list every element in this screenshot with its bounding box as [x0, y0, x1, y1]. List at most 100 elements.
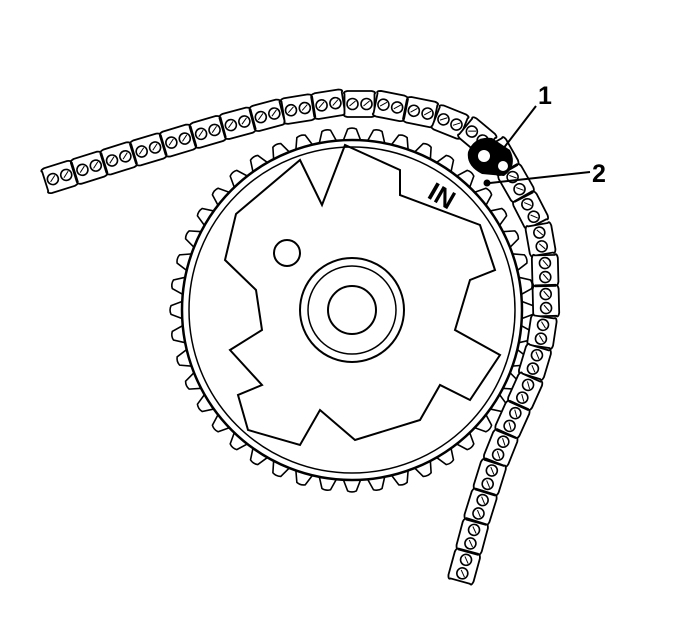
camshaft-sprocket: IN	[169, 127, 535, 493]
chain-pin-hatch	[536, 229, 544, 236]
chain-link	[371, 90, 409, 123]
chain-pin-hatch	[138, 147, 145, 155]
chain-link	[188, 115, 227, 149]
chain-link	[248, 98, 287, 132]
chain-pin-hatch	[301, 104, 308, 111]
chain-pin-hatch	[464, 556, 469, 564]
chain-link	[483, 428, 519, 468]
chain-pin-hatch	[541, 321, 546, 329]
chain-pin-hatch	[476, 509, 481, 518]
chain-pin-hatch	[452, 122, 461, 126]
chain-pin-hatch	[509, 174, 517, 179]
chain-link-plate	[463, 487, 498, 526]
chain-pin-hatch	[152, 143, 158, 151]
chain-pin-hatch	[93, 161, 99, 169]
chain-link	[472, 458, 507, 497]
sprocket-tooth	[211, 411, 233, 433]
hub-middle-ring	[307, 265, 397, 355]
chain-pin-hatch	[211, 125, 218, 133]
chain-pin-hatch	[472, 526, 477, 534]
chain-pin-hatch	[526, 381, 531, 389]
chain-pin-hatch	[514, 409, 518, 418]
chain-pin-hatch	[543, 304, 550, 312]
chain-pin-hatch	[287, 106, 294, 114]
sprocket-tooth	[471, 187, 493, 209]
chain-link	[279, 93, 316, 125]
sprocket-tooth	[169, 299, 186, 321]
chain-pin-hatch	[490, 466, 495, 475]
chain-link	[526, 313, 558, 350]
sprocket-tooth	[453, 169, 475, 191]
chain-pin-hatch	[393, 104, 401, 110]
chain-pin-hatch	[410, 107, 418, 113]
sprocket-tooth	[229, 429, 251, 451]
chain-pin-hatch	[496, 451, 501, 459]
chain-pin-hatch	[468, 130, 477, 132]
chain-pin-hatch	[109, 156, 115, 164]
callout-2-label: 2	[592, 160, 606, 188]
chain-link	[524, 221, 557, 258]
chain-link	[159, 123, 198, 158]
chain-pin-hatch	[531, 364, 536, 373]
chain-pin-hatch	[481, 496, 486, 505]
chain-pin-hatch	[502, 438, 506, 446]
sprocket-inner-rim	[188, 146, 516, 474]
chain-pin-hatch	[538, 243, 546, 250]
timing-marks	[467, 137, 513, 187]
sprocket-tooth	[453, 429, 475, 451]
chain-link	[497, 163, 535, 204]
chain-pin-hatch	[182, 134, 188, 142]
chain-pin-hatch	[543, 290, 550, 298]
sprocket-tooth	[471, 411, 493, 433]
chain-link	[343, 90, 376, 118]
chain-pin-hatch	[198, 129, 204, 137]
callout-1-leader	[492, 105, 537, 163]
chain-pin-hatch	[79, 165, 85, 173]
chain-pin-hatch	[50, 175, 56, 183]
chain-link	[129, 132, 168, 167]
chain-pin-hatch	[423, 110, 432, 116]
chain-pin-hatch	[542, 273, 549, 281]
center-bolt-hole	[327, 285, 377, 335]
callout-1-label: 1	[538, 82, 552, 110]
chain-link	[99, 141, 138, 176]
chain-pin-hatch	[486, 480, 491, 488]
chain-pin-hatch	[530, 214, 538, 219]
chain-link	[494, 399, 531, 440]
sprocket-timing-mark	[483, 179, 491, 187]
chain-pin-hatch	[523, 202, 532, 207]
colored-link-pin-lower	[498, 161, 508, 171]
chain-link	[402, 96, 440, 129]
sprocket-tooth	[211, 187, 233, 209]
chain-pin-hatch	[508, 422, 512, 431]
chain-link-plate	[483, 428, 519, 468]
chain-pin-hatch	[318, 101, 325, 109]
chain-pin-hatch	[468, 539, 473, 548]
dowel-pin-hole	[273, 239, 301, 267]
chain-link	[455, 517, 489, 556]
sprocket-hub-face	[223, 143, 502, 447]
callout-2-leader	[489, 171, 591, 184]
chain-link-plate	[248, 98, 287, 132]
chain-pin-hatch	[228, 121, 234, 129]
sprocket-tooth	[341, 127, 363, 144]
chain-link	[518, 342, 552, 381]
callouts: 1 2	[489, 82, 606, 188]
chain-link	[310, 88, 347, 120]
chain-pin-hatch	[542, 259, 549, 267]
chain-pin-hatch	[63, 170, 69, 178]
chain-pin-hatch	[535, 351, 540, 360]
chain-pin-hatch	[460, 569, 465, 578]
chain-pin-hatch	[516, 187, 524, 191]
chain-link-plate	[447, 547, 481, 586]
chain-pin-hatch	[349, 100, 356, 107]
chain-link	[512, 190, 549, 231]
sprocket-tooth	[341, 476, 363, 493]
chain-pin-hatch	[439, 117, 448, 121]
chain-pin-hatch	[538, 335, 544, 343]
chain-pin-hatch	[363, 100, 370, 107]
chain-pin-hatch	[168, 138, 174, 146]
sprocket-tooth	[229, 169, 251, 191]
chain-pin-hatch	[379, 101, 388, 107]
